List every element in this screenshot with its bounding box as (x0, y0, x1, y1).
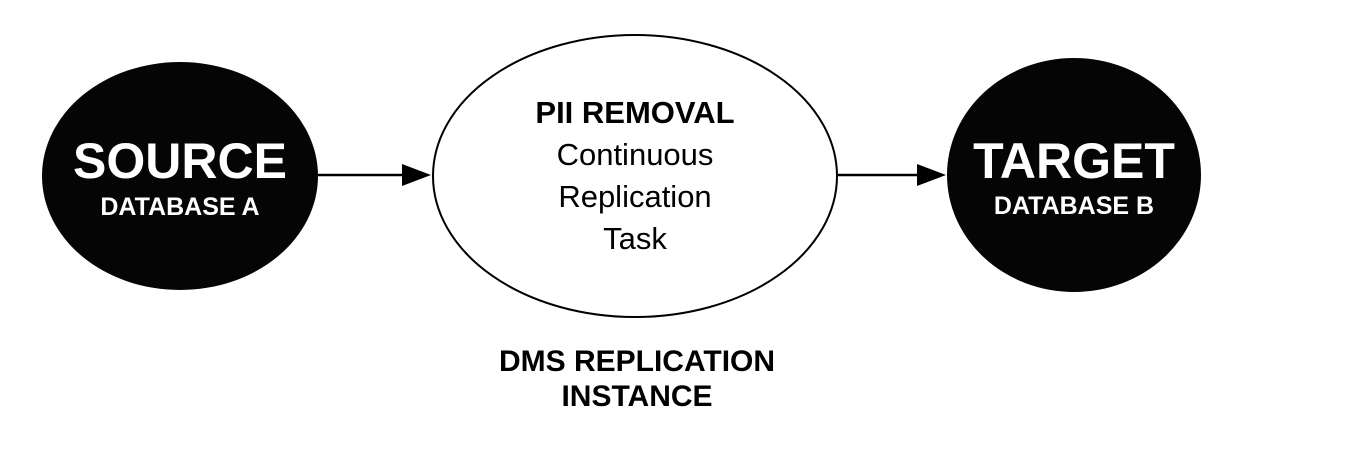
source-node-subtitle: DATABASE A (100, 193, 259, 221)
instance-caption: DMS REPLICATION INSTANCE (499, 345, 775, 413)
task-node-line3: Task (603, 221, 667, 256)
task-node-line2: Replication (558, 179, 711, 214)
target-node-title: TARGET (973, 133, 1175, 189)
task-node-title: PII REMOVAL (535, 95, 734, 130)
task-node-shape (432, 34, 838, 318)
instance-caption-line2: INSTANCE (561, 380, 712, 413)
target-node: TARGET DATABASE B (947, 58, 1201, 292)
edge-task-to-target-arrowhead-icon (917, 164, 946, 186)
task-node-line1: Continuous (557, 137, 714, 172)
target-node-shape (947, 58, 1201, 292)
edge-source-to-task (318, 164, 431, 186)
instance-caption-line1: DMS REPLICATION (499, 345, 775, 378)
edge-source-to-task-arrowhead-icon (402, 164, 431, 186)
task-node: PII REMOVAL Continuous Replication Task (432, 34, 838, 318)
target-node-subtitle: DATABASE B (994, 192, 1154, 220)
source-node-title: SOURCE (73, 133, 287, 189)
edge-task-to-target (838, 164, 946, 186)
source-node: SOURCE DATABASE A (42, 62, 318, 290)
source-node-shape (42, 62, 318, 290)
